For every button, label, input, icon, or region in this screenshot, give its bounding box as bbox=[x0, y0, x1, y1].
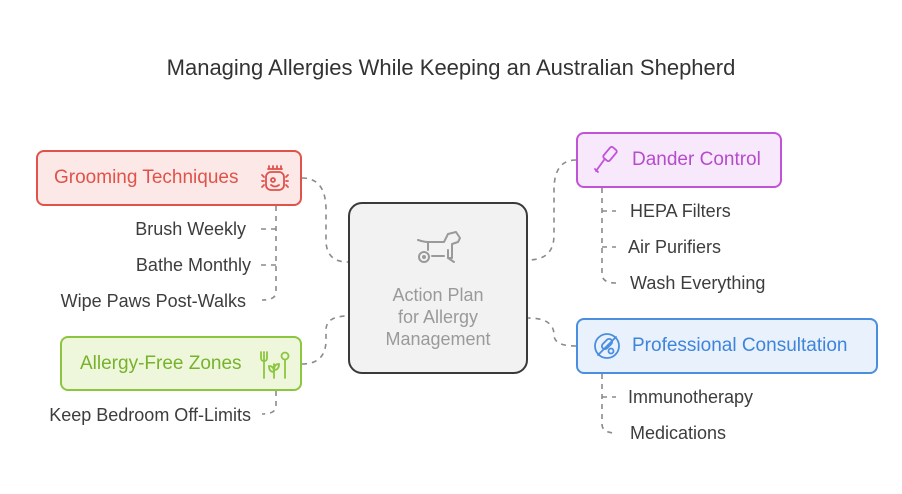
leaf-brush-weekly: Brush Weekly bbox=[135, 219, 246, 239]
connector-grooming bbox=[301, 177, 349, 263]
connector-grooming-spine bbox=[261, 206, 277, 301]
central-label-line-1: Action Plan bbox=[392, 285, 484, 305]
leaf-wash-everything: Wash Everything bbox=[630, 273, 766, 293]
leaf-hepa-filters: HEPA Filters bbox=[630, 201, 731, 221]
central-label: Action Plan for Allergy Management bbox=[350, 284, 526, 350]
grooming-techniques-label: Grooming Techniques bbox=[54, 167, 239, 188]
central-label-line-3: Management bbox=[385, 329, 491, 349]
leaf-bathe-monthly: Bathe Monthly bbox=[135, 255, 251, 275]
grooming-brush-icon bbox=[261, 165, 289, 191]
allergy-free-zones-label: Allergy-Free Zones bbox=[80, 352, 242, 374]
central-node: Action Plan for Allergy Management bbox=[348, 202, 528, 374]
lint-roller-icon bbox=[594, 145, 618, 173]
dander-control-node: Dander Control bbox=[576, 132, 782, 188]
leaf-medications: Medications bbox=[630, 423, 727, 443]
allergy-free-zones-node: Allergy-Free Zones bbox=[60, 336, 302, 391]
dander-control-label: Dander Control bbox=[632, 149, 761, 170]
central-label-line-2: for Allergy bbox=[397, 307, 479, 327]
connector-professional bbox=[527, 317, 577, 347]
leaf-keep-bedroom: Keep Bedroom Off-Limits bbox=[49, 405, 251, 425]
leaf-wipe-paws: Wipe Paws Post-Walks bbox=[60, 291, 246, 311]
professional-consultation-label: Professional Consultation bbox=[632, 335, 848, 356]
connector-allergy bbox=[301, 315, 349, 365]
leaf-air-purifiers: Air Purifiers bbox=[628, 237, 722, 257]
dog-icon bbox=[417, 231, 461, 263]
diagram-title: Managing Allergies While Keeping an Aust… bbox=[166, 55, 736, 80]
connector-dander bbox=[527, 159, 577, 261]
grooming-techniques-node: Grooming Techniques bbox=[36, 150, 302, 206]
leaf-immunotherapy: Immunotherapy bbox=[628, 387, 754, 407]
professional-consultation-node: Professional Consultation bbox=[576, 318, 878, 374]
plant-utensils-icon bbox=[260, 351, 290, 379]
pills-icon bbox=[594, 333, 620, 359]
